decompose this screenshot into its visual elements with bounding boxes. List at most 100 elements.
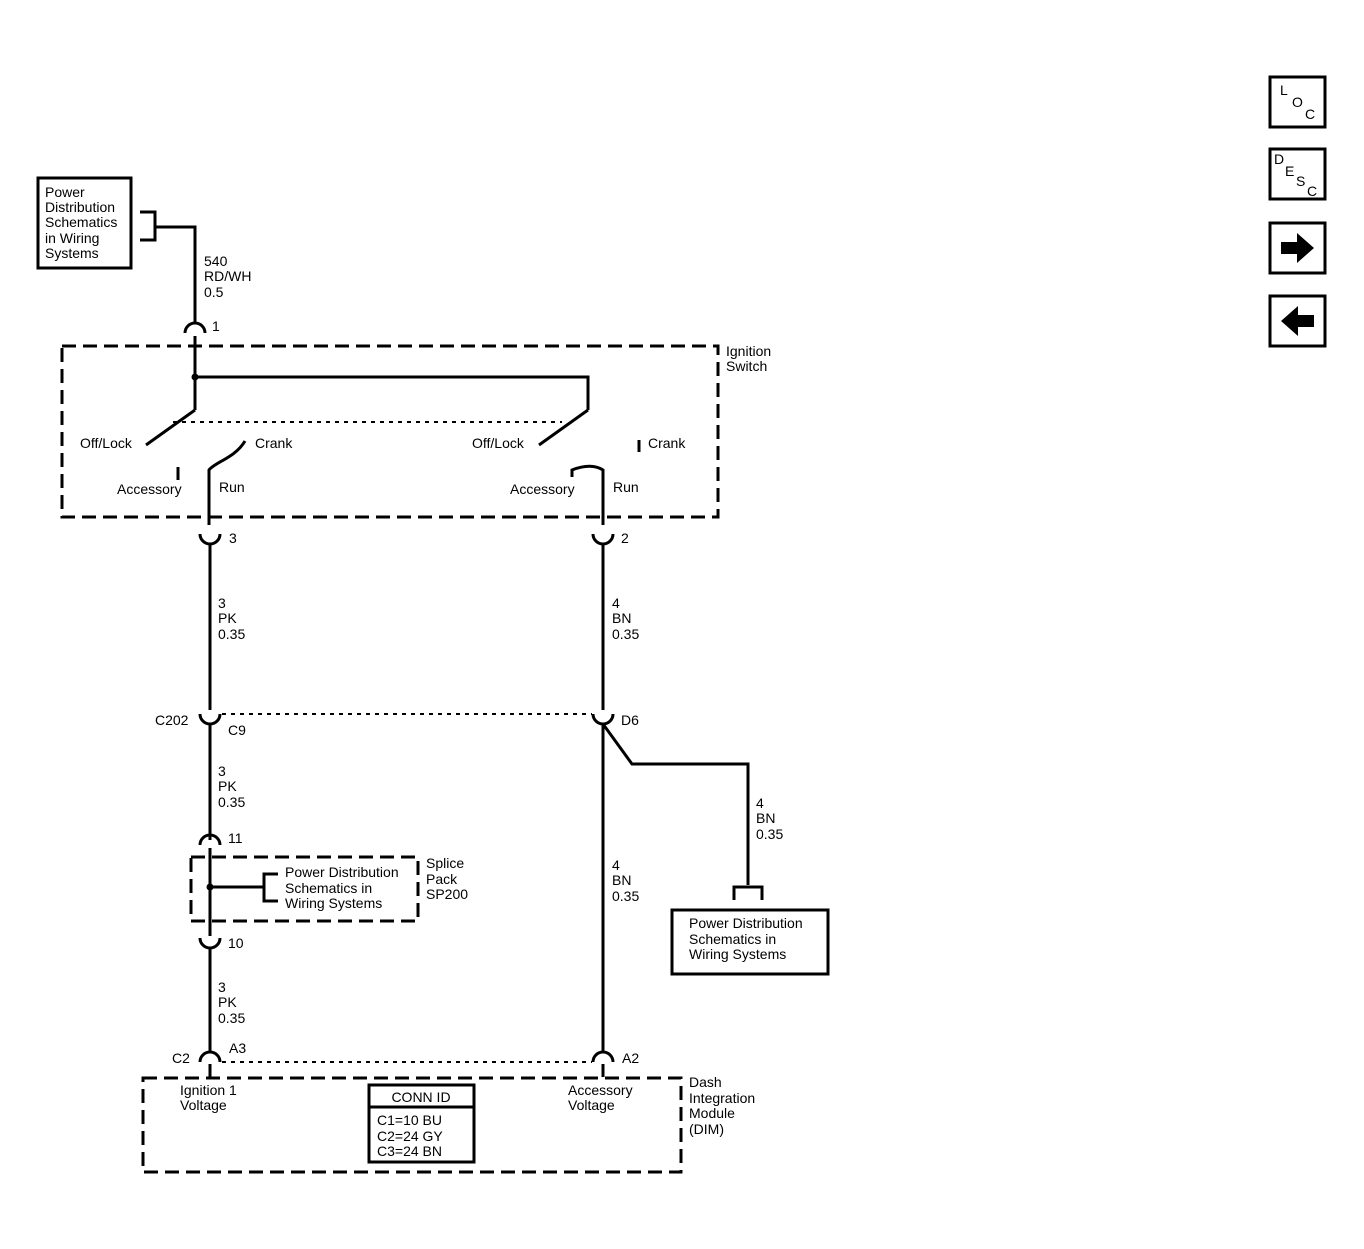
connector-terminal <box>198 1050 222 1063</box>
dim-input-label: Voltage <box>180 1097 227 1113</box>
ref-line: in Wiring <box>45 230 99 246</box>
svg-text:0.35: 0.35 <box>756 826 783 842</box>
splice-title: Pack <box>426 871 458 887</box>
ignition-switch-title: Switch <box>726 358 767 374</box>
wire-540 <box>155 225 197 322</box>
dim-title: Dash <box>689 1074 722 1090</box>
connector-name: C2 <box>172 1050 190 1066</box>
switch-position-label: Off/Lock <box>80 435 133 451</box>
connector-terminal <box>198 533 222 546</box>
svg-text:3: 3 <box>218 595 226 611</box>
connector-terminal <box>198 833 222 846</box>
switch-position-label: Off/Lock <box>472 435 525 451</box>
wire-left-3-label: 3 PK 0.35 <box>218 979 245 1026</box>
power-distribution-ref-right[interactable]: Power Distribution Schematics in Wiring … <box>670 908 830 976</box>
svg-text:O: O <box>1292 94 1303 110</box>
svg-text:S: S <box>1296 173 1305 189</box>
ref-line: Power Distribution <box>689 915 803 931</box>
connector-terminal <box>183 321 207 334</box>
switch-position-label: Run <box>219 479 245 495</box>
loc-button[interactable]: L O C <box>1268 75 1327 129</box>
power-distribution-ref-top[interactable]: Power Distribution Schematics in Wiring … <box>36 176 133 270</box>
splice-ref[interactable]: Power Distribution Schematics in Wiring … <box>285 864 399 911</box>
ref-line: Wiring Systems <box>689 946 786 962</box>
ignition-switch-title: Ignition <box>726 343 771 359</box>
ref-line: Schematics in <box>285 880 372 896</box>
svg-text:540: 540 <box>204 253 228 269</box>
pin-label: C9 <box>228 722 246 738</box>
connector-terminal <box>591 1050 615 1063</box>
pin-label: A2 <box>622 1050 639 1066</box>
svg-text:L: L <box>1280 82 1288 98</box>
svg-text:BN: BN <box>612 872 631 888</box>
switch-position-label: Run <box>613 479 639 495</box>
svg-text:4: 4 <box>612 857 620 873</box>
connector-terminal <box>591 713 615 726</box>
svg-text:3: 3 <box>218 979 226 995</box>
ref-line: Power Distribution <box>285 864 399 880</box>
splice-title: Splice <box>426 855 464 871</box>
arrow-right-icon <box>1281 233 1314 263</box>
ref-bracket <box>262 872 278 903</box>
pin-label: 2 <box>621 530 629 546</box>
svg-text:C: C <box>1307 183 1317 199</box>
splice-title: SP200 <box>426 886 468 902</box>
svg-text:0.35: 0.35 <box>218 626 245 642</box>
svg-text:4: 4 <box>612 595 620 611</box>
ref-line: Distribution <box>45 199 115 215</box>
dim-title: Integration <box>689 1090 755 1106</box>
ref-line: Schematics <box>45 214 117 230</box>
conn-id-header: CONN ID <box>391 1089 450 1105</box>
conn-id-row: C1=10 BU <box>377 1112 442 1128</box>
ref-line: Systems <box>45 245 99 261</box>
svg-text:0.35: 0.35 <box>612 626 639 642</box>
dim-input-label: Accessory <box>568 1082 633 1098</box>
ignition-switch-box <box>60 344 720 519</box>
switch-position-label: Crank <box>255 435 293 451</box>
wire-branch-label: 4 BN 0.35 <box>756 795 783 842</box>
wire-top-label: 540 RD/WH 0.5 <box>204 253 251 300</box>
svg-text:PK: PK <box>218 610 237 626</box>
dim-input-label: Voltage <box>568 1097 615 1113</box>
accessory-run-contact <box>570 464 605 525</box>
pin-label: D6 <box>621 712 639 728</box>
dim-title: Module <box>689 1105 735 1121</box>
ref-bracket <box>140 210 157 242</box>
switch-bus <box>195 375 590 410</box>
connector-terminal <box>198 937 222 950</box>
back-button[interactable] <box>1268 294 1327 348</box>
svg-text:BN: BN <box>612 610 631 626</box>
ref-line: Wiring Systems <box>285 895 382 911</box>
svg-text:3: 3 <box>218 763 226 779</box>
svg-text:PK: PK <box>218 778 237 794</box>
switch-contact-left <box>145 408 196 447</box>
desc-button[interactable]: D E S C <box>1268 147 1327 201</box>
wire-right-2-label: 4 BN 0.35 <box>612 857 639 904</box>
switch-contact-right <box>538 408 589 447</box>
switch-position-label: Crank <box>648 435 686 451</box>
svg-text:4: 4 <box>756 795 764 811</box>
svg-text:0.35: 0.35 <box>218 794 245 810</box>
ref-line: Schematics in <box>689 931 776 947</box>
ref-line: Power <box>45 184 85 200</box>
forward-button[interactable] <box>1268 221 1327 275</box>
svg-text:D: D <box>1274 151 1284 167</box>
conn-id-table: CONN ID C1=10 BU C2=24 GY C3=24 BN <box>367 1083 476 1164</box>
switch-position-label: Accessory <box>117 481 182 497</box>
pin-label: 3 <box>229 530 237 546</box>
connector-terminal <box>198 713 222 726</box>
wire-left-2-label: 3 PK 0.35 <box>218 763 245 810</box>
pin-label: 11 <box>228 830 243 846</box>
svg-text:PK: PK <box>218 994 237 1010</box>
pin-label: A3 <box>229 1040 246 1056</box>
wire-right-1-label: 4 BN 0.35 <box>612 595 639 642</box>
svg-text:0.35: 0.35 <box>218 1010 245 1026</box>
pin-label: 1 <box>212 318 220 334</box>
dim-input-label: Ignition 1 <box>180 1082 237 1098</box>
switch-position-label: Accessory <box>510 481 575 497</box>
connector-terminal <box>591 533 615 546</box>
svg-text:BN: BN <box>756 810 775 826</box>
svg-text:0.5: 0.5 <box>204 284 224 300</box>
run-crank-contact <box>207 440 247 525</box>
